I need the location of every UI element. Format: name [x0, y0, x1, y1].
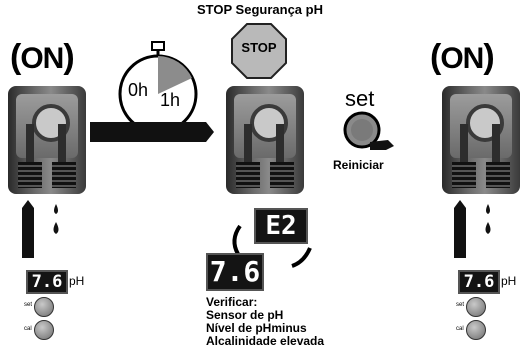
- left-on-label: (ON): [10, 38, 75, 76]
- verify-list: Verificar: Sensor de pH Nível de pHminus…: [206, 296, 324, 348]
- right-pump-icon: [442, 86, 520, 194]
- middle-ph-display: 7.6: [206, 253, 264, 291]
- left-on-text: ON: [20, 42, 64, 75]
- left-pump-icon: [8, 86, 86, 194]
- right-cal-button[interactable]: [466, 320, 486, 340]
- right-flow-icon: [454, 200, 491, 258]
- verify-heading: Verificar:: [206, 295, 258, 309]
- set-label: set: [345, 86, 375, 111]
- set-button-icon[interactable]: [340, 110, 396, 154]
- right-ph-unit: pH: [501, 274, 517, 288]
- reset-label: Reiniciar: [333, 158, 384, 172]
- timer-end-label: 1h: [160, 90, 181, 110]
- right-ph-display: 7.6: [458, 270, 500, 294]
- stopwatch-icon: [90, 41, 214, 142]
- left-flow-icon: [22, 200, 59, 258]
- right-cal-label: cal: [456, 326, 464, 332]
- left-cal-label: cal: [24, 326, 32, 332]
- timer-start-label: 0h: [128, 80, 149, 100]
- left-cal-button[interactable]: [34, 320, 54, 340]
- middle-error-display: E2: [254, 208, 308, 244]
- right-set-label: set: [456, 302, 465, 308]
- drop-icon: [54, 204, 58, 214]
- right-set-button[interactable]: [466, 297, 486, 317]
- verify-item: Nível de pHminus: [206, 321, 307, 335]
- left-set-button[interactable]: [34, 297, 54, 317]
- right-on-label: (ON): [430, 38, 495, 76]
- left-set-label: set: [24, 302, 33, 308]
- stop-sign-icon: [231, 23, 287, 79]
- diagram-title: STOP Segurança pH: [197, 2, 323, 17]
- left-ph-unit: pH: [69, 274, 85, 288]
- right-on-text: ON: [440, 42, 484, 75]
- stop-sign-label: STOP: [241, 40, 277, 55]
- verify-item: Sensor de pH: [206, 308, 284, 322]
- middle-pump-icon: [226, 86, 304, 194]
- blink-marks: [232, 224, 312, 268]
- verify-item: Alcalinidade elevada: [206, 334, 325, 348]
- left-ph-display: 7.6: [26, 270, 68, 294]
